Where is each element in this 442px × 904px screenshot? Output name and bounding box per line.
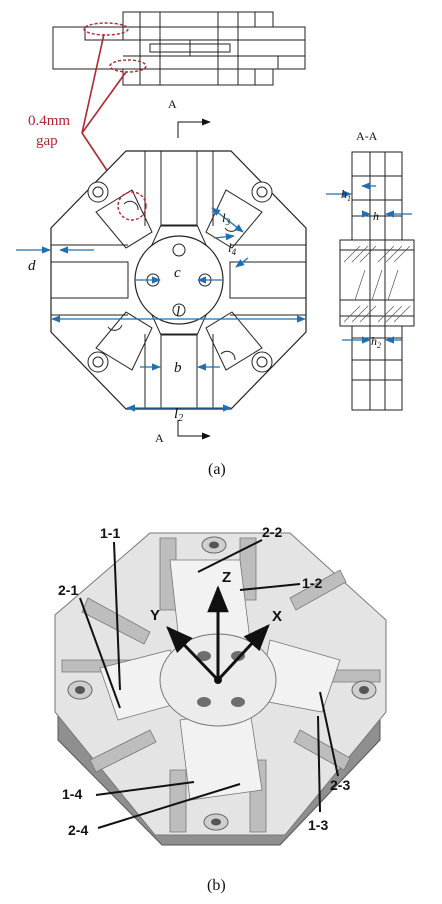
dim-l4: l4 <box>228 240 237 257</box>
section-arrow-bottom <box>177 420 211 440</box>
label-1-4: 1-4 <box>62 786 82 802</box>
dim-h: h <box>373 209 379 223</box>
gap-marker-plan <box>117 191 147 221</box>
label-2-3: 2-3 <box>330 777 350 793</box>
panel-b: Z Y X 1-1 2-1 2-2 1-2 2-3 1-3 1-4 2-4 (b… <box>54 524 387 894</box>
dim-h2: h2 <box>371 334 381 350</box>
dim-b: b <box>174 360 182 376</box>
gap-marker-lower <box>109 59 147 73</box>
dim-l3: l3 <box>222 210 231 227</box>
panel-a: 0.4mm gap A A <box>16 11 415 478</box>
dim-d: d <box>28 258 36 274</box>
section-view <box>339 151 415 411</box>
dim-l: l <box>176 304 180 320</box>
gap-callout-line2: gap <box>36 133 58 149</box>
axis-x-label: X <box>272 608 282 625</box>
section-mark-bottom: A <box>155 431 164 445</box>
coordinate-axes <box>166 585 270 682</box>
dim-h1: h1 <box>341 187 351 203</box>
origin-dot <box>214 676 222 684</box>
caption-a: (a) <box>208 461 226 478</box>
label-1-2: 1-2 <box>302 575 322 591</box>
section-dims <box>326 182 412 344</box>
label-2-1: 2-1 <box>58 582 78 598</box>
label-2-2: 2-2 <box>262 524 282 540</box>
label-1-3: 1-3 <box>308 817 328 833</box>
side-view-top <box>52 11 306 86</box>
dim-l2: l2 <box>174 406 183 424</box>
section-hatch <box>343 245 411 323</box>
dim-c: c <box>174 265 181 281</box>
section-arrow-top <box>177 118 211 138</box>
stage-render <box>54 532 387 846</box>
part-leaders <box>79 539 339 829</box>
label-2-4: 2-4 <box>68 822 88 838</box>
gap-marker-upper <box>83 22 129 36</box>
label-1-1: 1-1 <box>100 525 120 541</box>
gap-callout-line1: 0.4mm <box>28 113 70 129</box>
section-view-title: A-A <box>356 129 378 143</box>
section-mark-top: A <box>168 97 177 111</box>
dimension-lines <box>16 207 306 412</box>
axis-z-label: Z <box>222 569 231 586</box>
caption-b: (b) <box>207 877 226 894</box>
axis-y-label: Y <box>150 607 160 624</box>
